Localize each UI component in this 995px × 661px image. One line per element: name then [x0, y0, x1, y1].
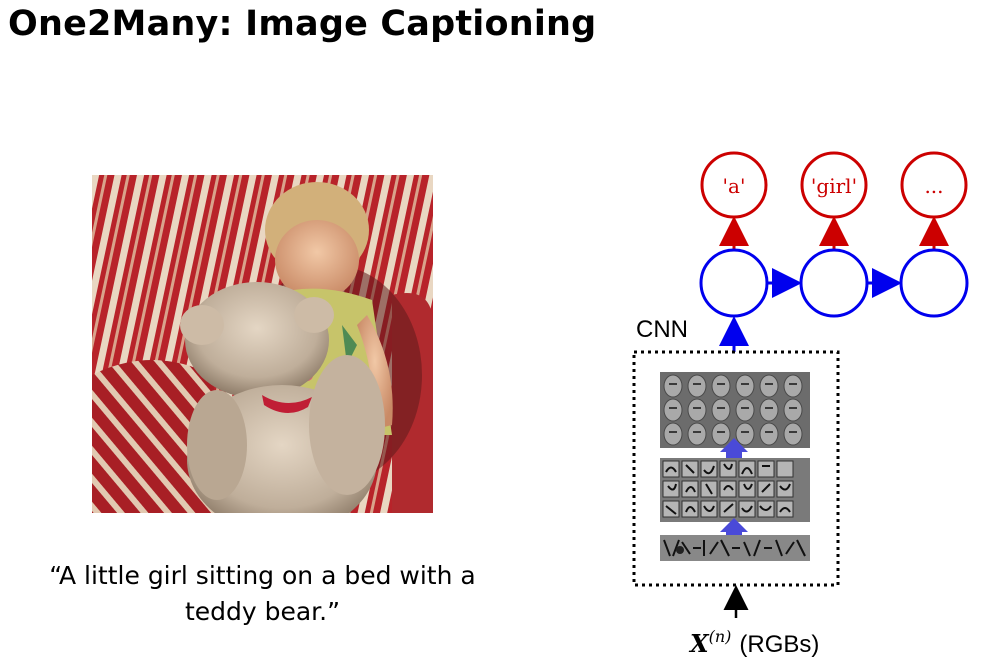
output-token-1: 'a' — [723, 174, 746, 198]
input-symbol: X — [688, 629, 710, 658]
image-caption: “A little girl sitting on a bed with a t… — [0, 558, 525, 630]
output-token-2: 'girl' — [811, 174, 857, 198]
input-superscript: (n) — [709, 627, 732, 646]
output-token-3: ... — [924, 174, 943, 198]
caption-line-2: teddy bear.” — [184, 597, 341, 626]
input-note: (RGBs) — [739, 631, 819, 658]
cnn-label: CNN — [636, 316, 688, 343]
hidden-node-2 — [799, 248, 869, 318]
rnn-captioning-diagram: 'a' 'girl' ... CNN — [632, 151, 969, 658]
feature-layer-parts — [660, 458, 810, 522]
output-node-2: 'girl' — [800, 151, 868, 219]
input-label: X(n) (RGBs) — [688, 627, 819, 658]
feature-layer-faces — [660, 372, 810, 448]
output-node-3: ... — [900, 151, 968, 219]
hidden-node-3 — [899, 248, 969, 318]
feature-layer-edges — [660, 535, 810, 561]
output-node-1: 'a' — [700, 151, 768, 219]
hidden-node-1 — [699, 248, 769, 318]
slide-title: One2Many: Image Captioning — [8, 4, 597, 44]
caption-line-1: “A little girl sitting on a bed with a — [49, 561, 476, 590]
girl-teddy-bear-photo — [92, 175, 433, 513]
cnn-arrow-upper — [720, 438, 748, 461]
